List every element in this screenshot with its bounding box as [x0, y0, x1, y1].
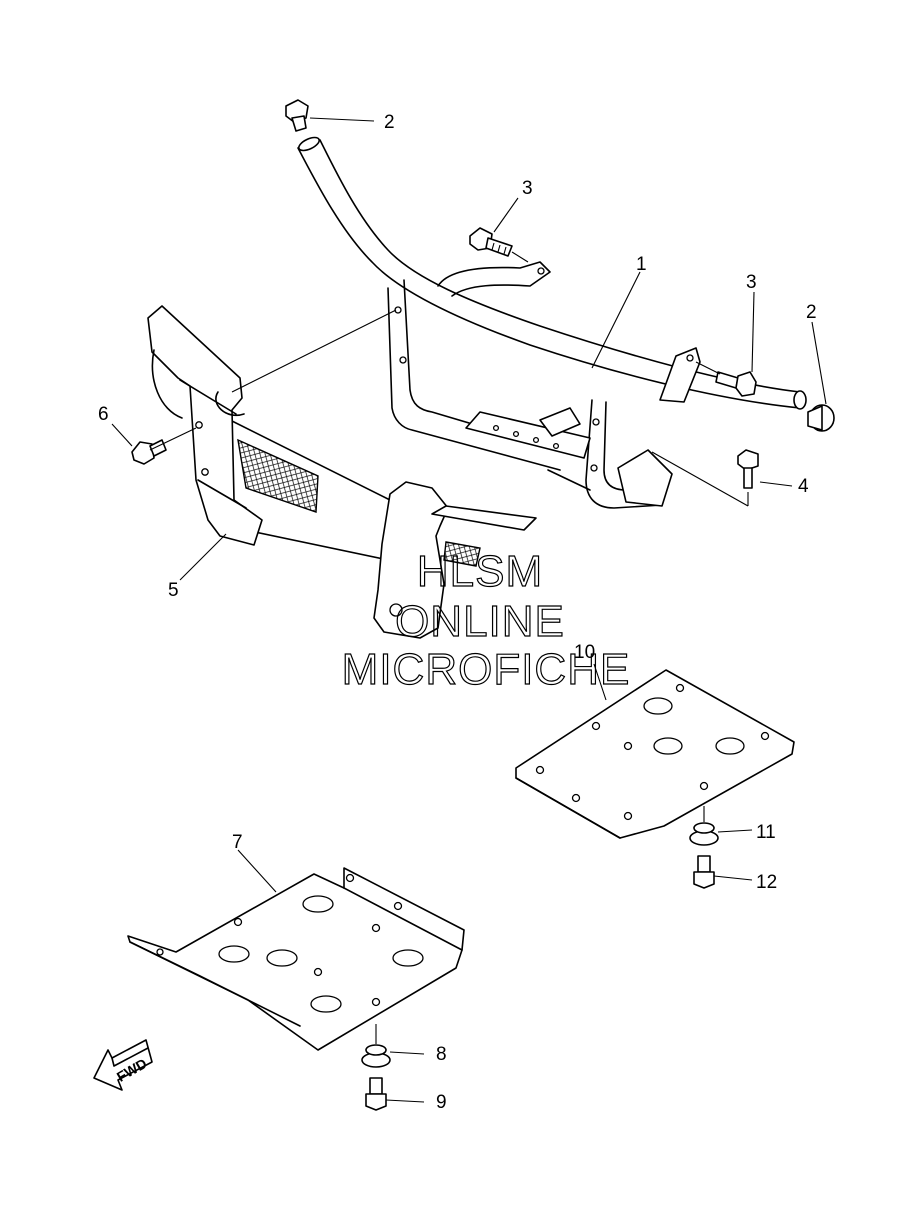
cap-2-right	[807, 404, 835, 432]
callout-10: 10	[574, 642, 595, 663]
callout-8: 8	[436, 1044, 447, 1065]
watermark-line-2: ONLINE	[395, 597, 565, 646]
front-guard-bar	[297, 136, 807, 509]
leader-lines	[111, 117, 827, 1103]
bolt-6	[131, 439, 167, 465]
callout-4: 4	[798, 476, 809, 497]
skid-plate-7	[127, 867, 465, 1051]
callout-7: 7	[232, 832, 243, 853]
cap-2-left	[285, 99, 309, 132]
callout-2-left: 2	[384, 112, 395, 133]
bolt-9	[365, 1077, 387, 1111]
callout-12: 12	[756, 872, 777, 893]
callout-11: 11	[756, 822, 776, 843]
callout-3-right: 3	[746, 272, 757, 293]
watermark-line-3: MICROFICHE	[342, 645, 631, 694]
callout-5: 5	[168, 580, 179, 601]
bolt-12	[693, 855, 715, 889]
bolt-3-upper	[469, 227, 513, 257]
callout-2-right: 2	[806, 302, 817, 323]
bolt-4	[737, 449, 759, 489]
skid-plate-10	[515, 669, 795, 839]
collar-11	[689, 822, 719, 846]
fwd-arrow-icon: FWD	[93, 1039, 153, 1091]
front-bumper	[147, 305, 537, 639]
callout-6: 6	[98, 404, 109, 425]
bolt-3-right	[715, 371, 757, 397]
watermark: HLSM ONLINE MICROFICHE	[341, 546, 631, 694]
collar-8	[361, 1044, 391, 1068]
watermark-line-1: HLSM	[417, 547, 543, 596]
callout-9: 9	[436, 1092, 447, 1113]
callout-1: 1	[636, 254, 647, 275]
callout-3-upper: 3	[522, 178, 533, 199]
